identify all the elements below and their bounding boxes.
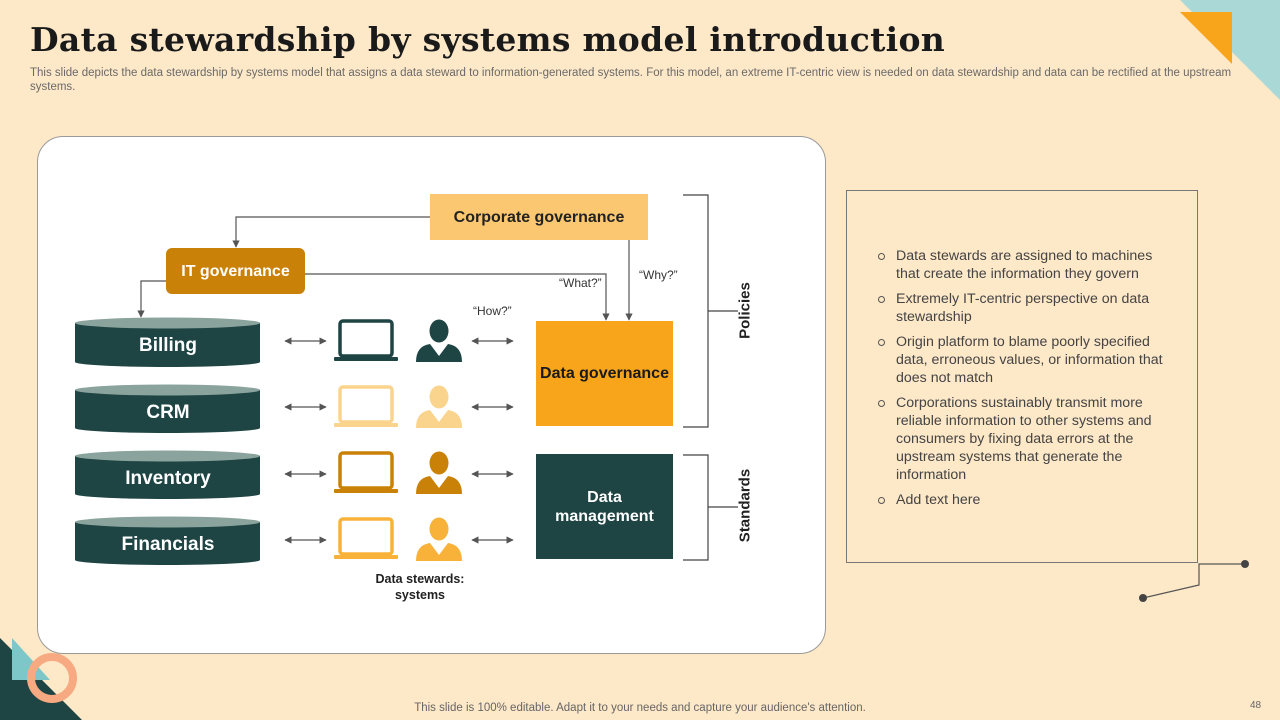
database-icon: [75, 384, 260, 433]
double-arrow-icon: [284, 337, 514, 544]
policies-label: Policies: [736, 282, 754, 339]
footer-note: This slide is 100% editable. Adapt it to…: [414, 702, 866, 714]
corner-decoration-top-right: [1180, 0, 1280, 100]
person-icon: [416, 319, 462, 362]
person-icon: [416, 517, 462, 561]
page-title: Data stewardship by systems model introd…: [30, 20, 946, 59]
stewards-caption: Data stewards: systems: [375, 572, 465, 602]
data-management-box: Data management: [536, 454, 673, 559]
data-governance-box: Data governance: [536, 321, 673, 426]
list-item: Corporations sustainably transmit more r…: [876, 394, 1176, 484]
page-number: 48: [1250, 700, 1262, 711]
system-label-crm: CRM: [146, 402, 190, 423]
page-subtitle: This slide depicts the data stewardship …: [30, 67, 1232, 93]
list-item: Extremely IT-centric perspective on data…: [876, 290, 1176, 326]
connector-it-to-data-governance: [305, 273, 610, 321]
it-governance-box: IT governance: [166, 248, 305, 294]
info-box: [846, 190, 1198, 563]
laptop-icon: [334, 517, 398, 559]
system-label-billing: Billing: [138, 335, 198, 356]
laptop-icon: [334, 319, 398, 361]
laptop-icon: [334, 385, 398, 427]
system-label-financials: Financials: [121, 534, 215, 555]
standards-bracket: [683, 454, 709, 561]
laptop-icon: [334, 451, 398, 493]
system-label-inventory: Inventory: [125, 468, 211, 489]
list-item: Origin platform to blame poorly specifie…: [876, 333, 1176, 387]
connector-corporate-to-it: [232, 216, 430, 248]
corner-decoration-bottom-left: [0, 638, 82, 720]
corporate-governance-box: Corporate governance: [430, 194, 648, 240]
list-item: Add text here: [876, 491, 1176, 509]
database-icon: [75, 450, 260, 499]
label-what: “What?”: [559, 276, 602, 290]
info-box-pointer: [1142, 563, 1245, 599]
person-icon: [416, 385, 462, 428]
person-icon: [416, 451, 462, 494]
database-icon: [75, 317, 260, 367]
list-item: Data stewards are assigned to machines t…: [876, 247, 1176, 283]
policies-bracket: [683, 194, 709, 428]
info-bullet-list: Data stewards are assigned to machines t…: [876, 247, 1176, 516]
label-how: “How?”: [473, 304, 512, 318]
database-icon: [75, 516, 260, 565]
standards-label: Standards: [736, 468, 754, 543]
label-why: “Why?”: [639, 268, 678, 282]
connector-it-to-systems: [137, 280, 166, 318]
